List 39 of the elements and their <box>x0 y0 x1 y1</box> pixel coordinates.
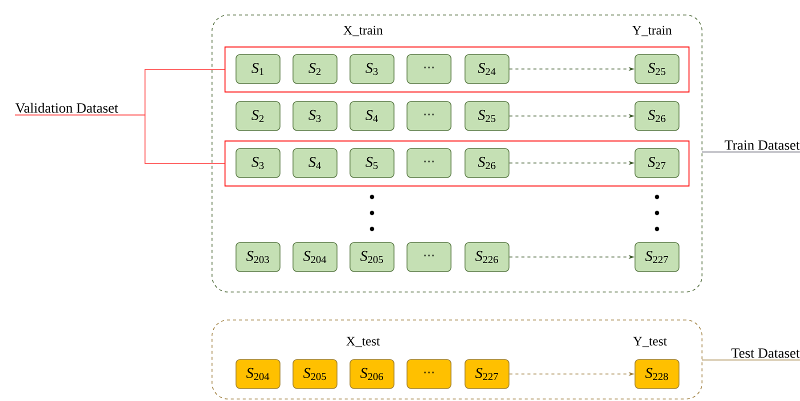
sample-box: S$_{227}$ <box>464 359 510 389</box>
sample-box: S$_{26}$ <box>634 101 680 131</box>
column-heading: Y_train <box>632 26 672 36</box>
sample-box: ⋯ <box>406 242 452 272</box>
sample-box: S$_{27}$ <box>634 148 680 178</box>
sample-box: S$_{26}$ <box>464 148 510 178</box>
sample-box: S$_{25}$ <box>634 54 680 84</box>
column-heading: X_train <box>343 26 383 36</box>
sample-box: S$_{204}$ <box>292 242 338 272</box>
column-heading: X_test <box>346 336 380 348</box>
sample-box: S$_{3}$ <box>292 101 338 131</box>
dataset-label: Train Dataset <box>724 140 800 150</box>
sample-box: S$_{203}$ <box>236 242 280 272</box>
sample-box: S$_{4}$ <box>350 101 394 131</box>
sample-box: ⋯ <box>406 148 452 178</box>
column-heading: Y_test <box>633 336 667 348</box>
sample-box: S$_{24}$ <box>464 54 510 84</box>
sample-box: S$_{205}$ <box>292 359 338 389</box>
sample-box: ⋯ <box>406 359 452 389</box>
sample-box: S$_{25}$ <box>464 101 510 131</box>
sample-box: S$_{206}$ <box>350 359 394 389</box>
highlight-frame <box>224 140 690 186</box>
highlight-frame <box>224 46 690 92</box>
sample-box: S$_{4}$ <box>292 148 338 178</box>
sample-box: S$_{2}$ <box>292 54 338 84</box>
dataset-label: Test Dataset <box>731 348 800 358</box>
sample-box: S$_{2}$ <box>236 101 280 131</box>
sample-box: S$_{1}$ <box>236 54 280 84</box>
sample-box: S$_{227}$ <box>634 242 680 272</box>
sample-box: S$_{205}$ <box>350 242 394 272</box>
dataset-label: Validation Dataset <box>15 102 118 113</box>
sample-box: S$_{204}$ <box>236 359 280 389</box>
sample-box: S$_{226}$ <box>464 242 510 272</box>
sample-box: S$_{5}$ <box>350 148 394 178</box>
sample-box: S$_{228}$ <box>634 359 680 389</box>
sample-box: ⋯ <box>406 54 452 84</box>
sample-box: S$_{3}$ <box>236 148 280 178</box>
sample-box: ⋯ <box>406 101 452 131</box>
sample-box: S$_{3}$ <box>350 54 394 84</box>
